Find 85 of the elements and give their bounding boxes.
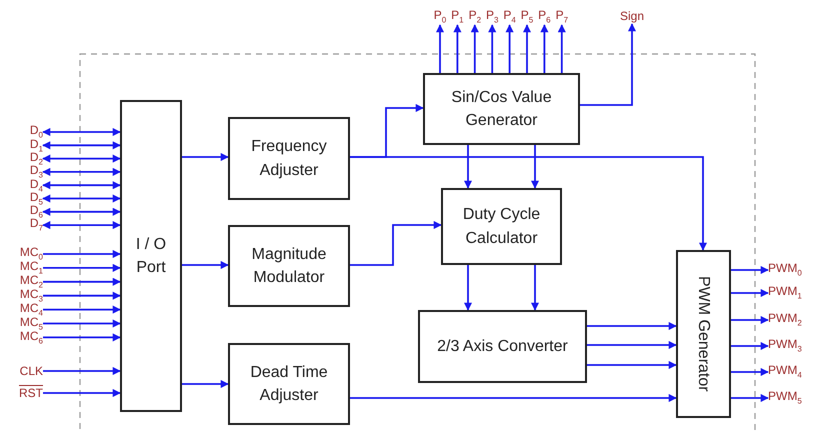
- arrow: [350, 156, 708, 251]
- signal-label: D$_{0}$: [30, 124, 43, 140]
- signal-label: MC$_{4}$: [20, 302, 43, 318]
- arrow: [464, 265, 472, 311]
- arrow: [43, 264, 121, 272]
- function-block: Frequency Adjuster: [228, 117, 350, 200]
- arrow: [731, 394, 769, 402]
- arrow: [43, 366, 121, 376]
- arrow: [731, 266, 769, 274]
- signal-label: PWM$_{4}$: [768, 364, 802, 380]
- arrow: [42, 128, 121, 136]
- signal-label: MC$_{2}$: [20, 274, 43, 290]
- arrow: [587, 360, 677, 370]
- signal-label: MC$_{3}$: [20, 288, 43, 304]
- signal-label: PWM$_{5}$: [768, 390, 802, 406]
- arrow: [558, 24, 566, 73]
- signal-label: D$_{5}$: [30, 190, 43, 206]
- signal-label: P$_{0}$: [434, 9, 446, 25]
- arrow: [453, 24, 462, 73]
- signal-label: P$_{6}$: [538, 9, 551, 25]
- arrow: [42, 194, 121, 203]
- signal-label: MC$_{0}$: [20, 246, 43, 262]
- arrow: [43, 388, 121, 398]
- arrow: [731, 368, 769, 376]
- signal-label: RST: [19, 387, 43, 399]
- function-block: PWM Generator: [676, 250, 731, 418]
- signal-label: D$_{3}$: [30, 164, 43, 180]
- signal-label: PWM$_{3}$: [768, 338, 802, 354]
- signal-label: P$_{1}$: [451, 9, 464, 25]
- function-block: Sin/Cos Value Generator: [423, 73, 580, 145]
- arrow: [731, 288, 769, 298]
- arrow: [587, 340, 677, 350]
- signal-label: P$_{2}$: [468, 9, 482, 25]
- signal-label: MC$_{1}$: [20, 260, 43, 276]
- arrow: [43, 333, 121, 342]
- arrow: [42, 154, 121, 163]
- signal-label: MC$_{5}$: [20, 316, 43, 332]
- arrow: [43, 278, 121, 286]
- signal-label: P$_{3}$: [486, 9, 498, 25]
- arrow: [522, 24, 532, 73]
- arrow: [470, 24, 479, 73]
- arrow: [43, 319, 121, 328]
- signal-label: P$_{5}$: [520, 9, 534, 25]
- arrow: [488, 24, 496, 73]
- signal-label: D$_{2}$: [30, 150, 43, 166]
- signal-label: D$_{1}$: [30, 138, 43, 153]
- arrow: [530, 145, 540, 189]
- signal-label: CLK: [20, 365, 43, 377]
- arrow: [464, 145, 472, 189]
- arrow: [43, 292, 121, 300]
- signal-label: P$_{4}$: [503, 9, 516, 25]
- function-block: 2/3 Axis Converter: [418, 310, 587, 383]
- signal-label: D$_{7}$: [30, 217, 43, 233]
- signal-label: D$_{4}$: [30, 178, 43, 193]
- signal-label: D$_{6}$: [30, 204, 43, 220]
- function-block: Magnitude Modulator: [228, 225, 350, 307]
- arrow: [587, 322, 677, 330]
- signal-label: PWM$_{2}$: [768, 312, 802, 328]
- arrow: [530, 265, 540, 311]
- signal-label: P$_{7}$: [556, 9, 568, 25]
- signal-label: PWM$_{0}$: [768, 262, 802, 278]
- arrow: [42, 141, 121, 150]
- arrow: [436, 24, 444, 73]
- function-block: Duty Cycle Calculator: [441, 188, 562, 265]
- arrow: [42, 208, 121, 216]
- arrow: [43, 250, 121, 258]
- arrow: [350, 220, 442, 266]
- arrow: [731, 316, 769, 324]
- arrow: [182, 260, 229, 270]
- function-block: Dead Time Adjuster: [228, 343, 350, 425]
- arrow: [350, 394, 677, 402]
- signal-label: PWM$_{1}$: [768, 285, 802, 301]
- signal-label: Sign: [620, 10, 644, 22]
- arrow: [580, 23, 636, 106]
- arrow: [506, 24, 514, 73]
- arrow: [43, 306, 121, 314]
- arrow: [731, 342, 769, 350]
- signal-label: MC$_{6}$: [20, 330, 43, 346]
- arrow: [182, 152, 229, 162]
- arrow: [540, 24, 548, 73]
- arrow: [42, 181, 121, 190]
- arrow: [182, 380, 229, 388]
- arrow: [42, 221, 121, 230]
- arrow: [42, 168, 121, 176]
- io-port-block: I / O Port: [120, 100, 182, 412]
